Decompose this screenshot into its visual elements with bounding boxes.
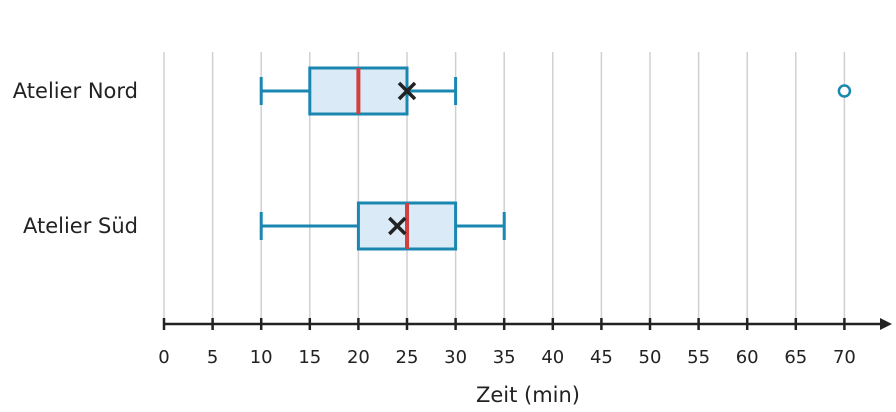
x-tick-label: 15: [298, 347, 321, 368]
mean-marker: [388, 216, 407, 236]
x-tick-label: 25: [396, 347, 419, 368]
x-tick-label: 20: [347, 347, 370, 368]
x-tick-label: 0: [158, 347, 169, 368]
outlier-point: [837, 84, 852, 98]
x-tick-label: 30: [444, 347, 467, 368]
x-tick-label: 5: [207, 347, 218, 368]
grid-lines: [163, 52, 846, 324]
x-tick-label: 65: [784, 347, 807, 368]
x-tick-label: 60: [736, 347, 759, 368]
x-tick-label: 40: [541, 347, 564, 368]
x-tick-label: 10: [250, 347, 273, 368]
x-axis-arrow: [880, 318, 892, 330]
x-tick-label: 70: [833, 347, 856, 368]
box-group: [259, 66, 852, 116]
x-tick-label: 45: [590, 347, 613, 368]
box-series: [259, 66, 852, 251]
box-group: [259, 201, 506, 251]
x-axis: 0 5 10 15 20 25 30 35 40 45 50 55 60 65 70: [158, 318, 892, 368]
mean-marker-stroke: [397, 81, 417, 101]
x-axis-title: Zeit (min): [476, 383, 580, 407]
x-tick-label: 55: [687, 347, 710, 368]
x-tick-label: 35: [493, 347, 516, 368]
mean-marker-stroke: [388, 216, 407, 236]
category-label: Atelier Nord: [13, 79, 138, 103]
category-label: Atelier Süd: [23, 214, 138, 238]
mean-marker: [397, 81, 417, 101]
x-tick-label: 50: [639, 347, 662, 368]
